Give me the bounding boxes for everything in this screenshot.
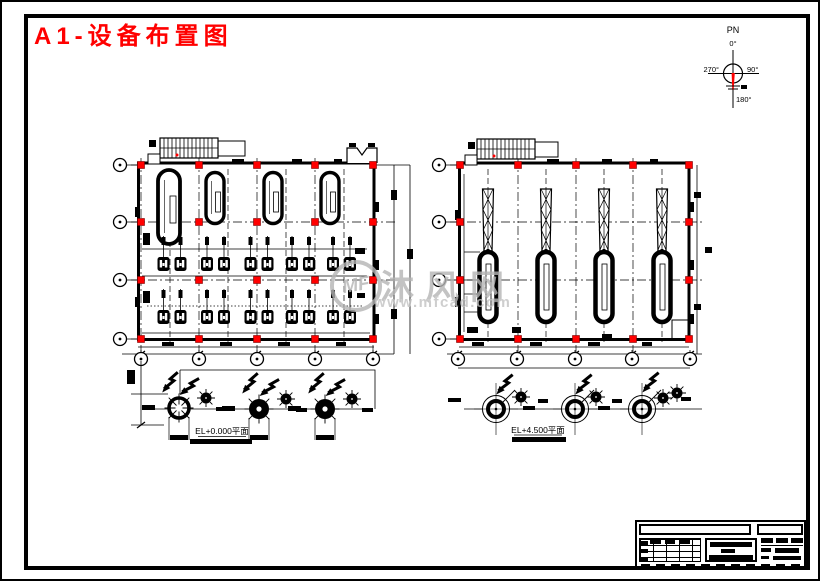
left-plan-wall-ticks: [127, 159, 379, 384]
title-block-name-area: [705, 538, 757, 562]
compass-90-label: 90°: [747, 65, 758, 74]
compass-270-label: 270°: [703, 65, 719, 74]
drawing-frame-border: [24, 14, 810, 570]
left-plan-elevation: EL+0.000平面: [190, 426, 252, 444]
watermark-site-url: www.mfcad.com: [374, 294, 512, 311]
left-plan: EL+0.000平面: [112, 137, 413, 444]
left-plan-canopy: [346, 147, 378, 163]
watermark-site-name: 沐风网: [380, 269, 515, 307]
title-block: [635, 520, 806, 568]
compass-needle: [731, 73, 735, 90]
compass-rose: PN 0° 270° 90° 180°: [703, 25, 759, 108]
left-plan-ground-equipment: [131, 361, 376, 440]
compass-pn-label: PN: [727, 25, 740, 35]
watermark: MF 沐风网 www.mfcad.com: [325, 252, 518, 318]
right-elevation-label: EL+4.500平面: [511, 425, 565, 435]
right-plan: EL+4.500平面: [431, 138, 712, 442]
right-plan-stair: [464, 138, 559, 166]
left-plan-vessels: [156, 168, 341, 246]
left-plan-stair: [147, 137, 246, 165]
compass-0-label: 0°: [729, 39, 736, 48]
title-block-header-cell-left: [639, 524, 751, 535]
right-plan-corner-step: [671, 319, 689, 340]
title-block-number-area: [761, 538, 804, 562]
page-title: A1-设备布置图: [34, 23, 233, 50]
right-plan-elevation: EL+4.500平面: [511, 425, 566, 442]
right-plan-mezzanine-equipment: [448, 368, 702, 437]
left-elevation-label: EL+0.000平面: [195, 426, 249, 436]
left-plan-dim-lines: [122, 164, 411, 355]
title-block-revision-table: [639, 538, 701, 562]
title-block-bottom-strip: [641, 564, 803, 567]
title-block-header-cell-right: [757, 524, 803, 535]
right-plan-wall-ticks: [455, 159, 694, 346]
compass-180-label: 180°: [736, 95, 752, 104]
